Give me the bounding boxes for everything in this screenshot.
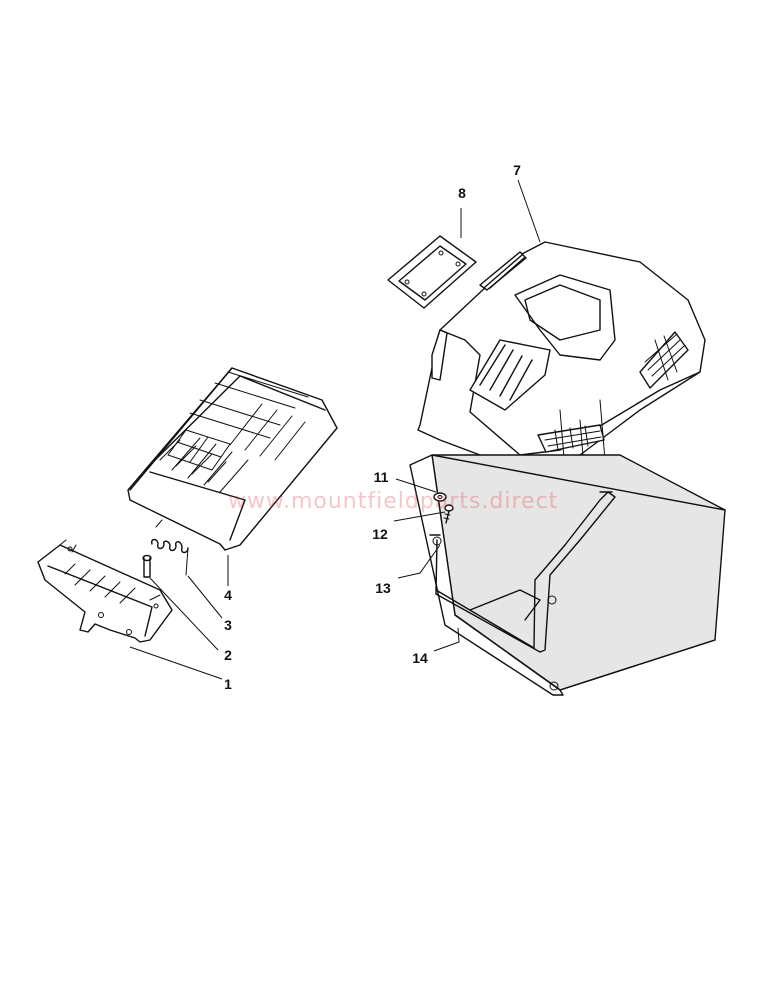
part-13-frame[interactable] [429,491,616,653]
callout-1: 1 [224,676,232,692]
part-3-spring[interactable] [150,519,189,576]
callout-14: 14 [412,650,428,666]
callout-7: 7 [513,162,521,178]
leader-lines [129,179,541,680]
watermark-text: www.mountfieldparts.direct [228,489,558,514]
part-8-window[interactable] [387,235,477,309]
part-12-screw[interactable] [443,504,454,524]
callout-3: 3 [224,617,232,633]
callout-8: 8 [458,185,466,201]
part-2-pin[interactable] [142,554,152,578]
callout-11: 11 [374,469,389,485]
part-1-hinge-bracket[interactable] [37,539,173,643]
part-7-bag-cover[interactable] [417,241,706,481]
part-4-rear-flap[interactable] [127,367,338,551]
callout-12: 12 [372,526,388,542]
callout-2: 2 [224,647,232,663]
callout-13: 13 [375,580,391,596]
part-11-washer[interactable] [433,492,447,502]
callouts: 8 7 11 12 13 14 4 3 2 1 [224,162,521,692]
callout-4: 4 [224,587,232,603]
